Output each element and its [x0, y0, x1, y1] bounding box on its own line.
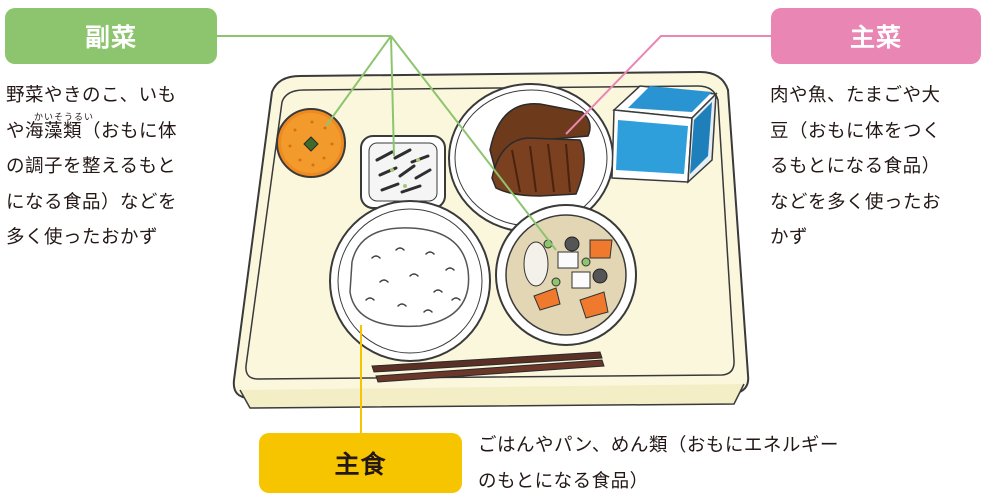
shusai-line: 豆（おもに体をつく [770, 120, 942, 142]
milk-carton [611, 85, 718, 184]
fukusai-title: 副菜 [84, 23, 137, 52]
fukusai-connector-lines [217, 35, 557, 251]
shushoku-title: 主食 [334, 450, 387, 479]
shusai-line: 肉や魚、たまごや大 [770, 85, 941, 106]
fukusai-description: 野菜やきのこ、いも や海藻類（おもに体 の調子を整えるもと になる食品）などを … [6, 78, 177, 256]
fukusai-line: 多く使ったおかず [6, 227, 159, 248]
rice-bowl [329, 200, 491, 362]
shushoku-line: のもとになる食品） [478, 471, 649, 492]
shusai-line: るもとになる食品） [770, 156, 941, 177]
chopsticks [371, 351, 605, 383]
shusai-title: 主菜 [849, 23, 902, 52]
fukusai-line: になる食品）などを [6, 191, 178, 213]
shusai-description: 肉や魚、たまごや大 豆（おもに体をつく るもとになる食品） などを多く使ったお … [770, 78, 941, 256]
shushoku-description: ごはんやパン、めん類（おもにエネルギー のもとになる食品） [478, 428, 839, 500]
fukusai-line: や海藻類（おもに体 [6, 120, 178, 142]
fukusai-line: 野菜やきのこ、いも [6, 85, 177, 106]
shusai-line: かず [770, 227, 809, 248]
vegetable-soup [495, 204, 637, 346]
orange [276, 108, 346, 178]
fukusai-label: 副菜 [5, 8, 217, 64]
shusai-connector-line [565, 35, 771, 135]
shushoku-line: ごはんやパン、めん類（おもにエネルギー [478, 435, 839, 456]
shusai-line: などを多く使ったお [770, 191, 942, 213]
fukusai-ruby: かいそうるい [34, 113, 95, 123]
seaweed-side-dish [360, 135, 446, 209]
shusai-label: 主菜 [771, 8, 981, 64]
shushoku-label: 主食 [259, 433, 462, 493]
fukusai-line: の調子を整えるもと [6, 156, 177, 177]
